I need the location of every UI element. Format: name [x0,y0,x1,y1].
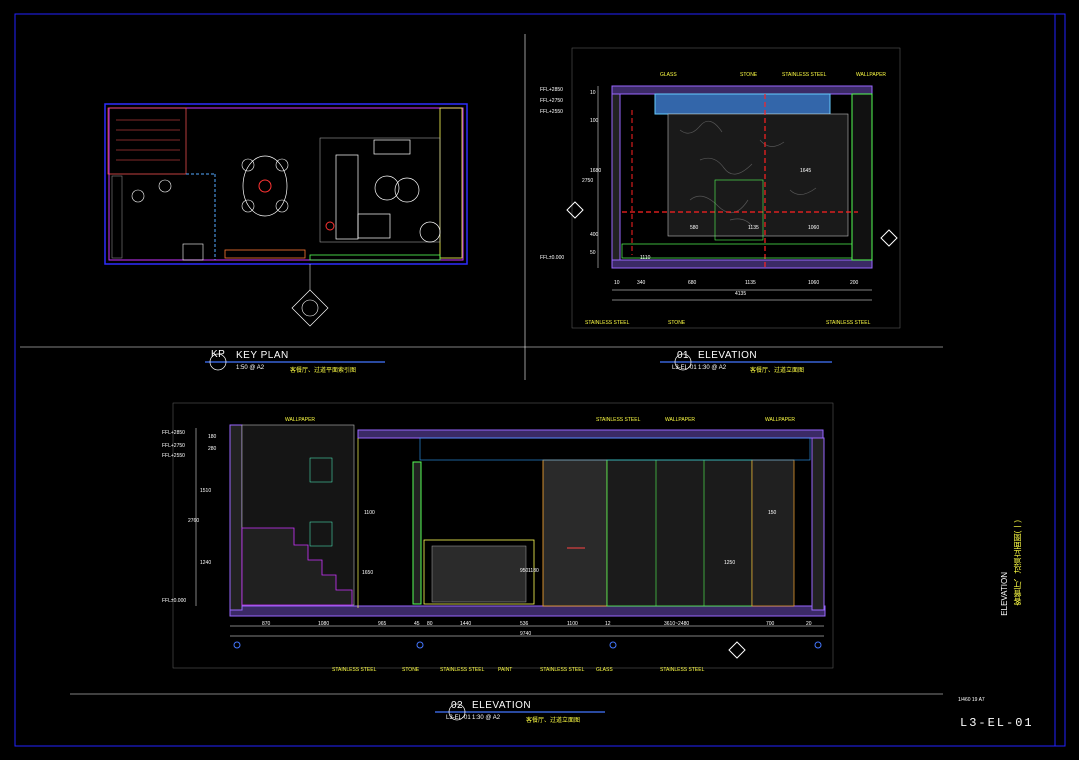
elev02-dim-v-1: 1510 [200,488,212,494]
elev02-bottom-tag-4: PAINT [498,667,513,673]
sheet-number: L3-EL-01 [960,716,1034,730]
elev01-level-4: FFL±0.000 [540,255,565,261]
elev02-bottom-tag-6: GLASS [596,667,613,673]
elev02-bottom-tag-5: STAINLESS STEEL [540,667,585,673]
elev01-top-tag-glass: GLASS [660,72,677,78]
elev01-dim-b-2: 340 [637,280,646,286]
elev01-dim-b-6: 200 [850,280,859,286]
sheet-side-title-cn: 客餐厅、过道立面图(一) [1013,520,1022,606]
elev01-top-tag-wallpaper: WALLPAPER [856,72,887,78]
elev02-bottom-tag-2: STONE [402,667,420,673]
elev02-bottom-tag-1: STAINLESS STEEL [332,667,377,673]
elev01-dim-i-3: 1645 [800,168,812,174]
elev02-desc: 客餐厅、过道立面图 [526,718,581,724]
elev02-dim-b-1: 870 [262,621,271,627]
elev01-dim-v-6: 50 [590,250,596,256]
elev01-dim-v-4: 2750 [582,178,594,184]
elev02-dim-i-4: 1180 [528,568,539,574]
elev01-dim-v-1: 10 [590,90,596,96]
keyplan-desc: 客餐厅、过道平面索引图 [290,368,357,374]
elev02-dim-v-4: 280 [208,446,217,452]
elev02-level-4: FFL±0.000 [162,598,187,604]
elev01-tag: 01 [677,350,690,361]
elev02-dim-b-7: 536 [520,621,529,627]
keyplan-scale: 1:50 @ A2 [236,365,265,371]
elev02-top-tag-wallpaper-3: WALLPAPER [765,417,796,423]
key-plan [104,103,468,327]
elev02-scale: 1:30 @ A2 [472,715,501,721]
elev02-dim-total: 9740 [520,631,532,637]
elev02-title: ELEVATION [472,700,532,711]
elev01-dim-b-5: 1060 [808,280,820,286]
elev02-top-tag-wallpaper-2: WALLPAPER [665,417,696,423]
elev02-bottom-tag-7: STAINLESS STEEL [660,667,705,673]
elev01-dim-total: 4135 [735,291,747,297]
elev02-top-tag-wallpaper-1: WALLPAPER [285,417,316,423]
elev02-dim-b-3: 965 [378,621,387,627]
elev01-dim-b-1: 10 [614,280,620,286]
elev01-bottom-tag-stone: STONE [668,320,686,326]
elev02-top-tag-steel: STAINLESS STEEL [596,417,641,423]
elev02-tag: 02 [451,700,464,711]
keyplan-title: KEY PLAN [236,350,289,361]
elev01-dim-b-3: 680 [688,280,697,286]
elev02-dim-b-2: 1080 [318,621,330,627]
elev02-dim-v-2: 2760 [188,518,200,524]
elevation-01 [566,47,901,329]
elev02-dim-b-4: 45 [414,621,420,627]
elev02-dim-i-3: 950 [520,568,529,574]
keyplan-tag: KP [211,349,226,360]
elev02-dim-b-5: 80 [427,621,433,627]
elev02-bottom-tag-3: STAINLESS STEEL [440,667,485,673]
elev02-level-2: FFL+2750 [162,443,185,449]
elev02-dim-b-9: 12 [605,621,611,627]
sheet-small-note: 1/460 19 A7 [958,697,985,703]
elev01-dim-i-4: 580 [690,225,699,231]
elev02-dim-i-5: 1250 [724,560,736,566]
elev01-dim-b-4: 1135 [745,280,756,286]
elev02-dim-b-6: 1440 [460,621,472,627]
elev01-top-tag-stone: STONE [740,72,758,78]
elev02-dim-b-12: 20 [806,621,812,627]
elev01-level-1: FFL+2850 [540,87,563,93]
elev01-dim-v-5: 400 [590,232,599,238]
elev02-dim-i-6: 150 [768,510,777,516]
elev02-dim-i-1: 1100 [364,510,375,516]
elev02-dim-v-3: 1240 [200,560,212,566]
elev02-dim-i-2: 1650 [362,570,374,576]
elev01-level-2: FFL+2750 [540,98,563,104]
elev02-dim-b-11: 700 [766,621,775,627]
elev01-dim-i-2: 1060 [808,225,820,231]
elev01-dim-v-2: 100 [590,118,599,124]
elev01-scale: 1:30 @ A2 [698,365,727,371]
elev01-bottom-tag-steel-1: STAINLESS STEEL [585,320,630,326]
elev02-level-1: FFL+2850 [162,430,185,436]
elev01-top-tag-steel: STAINLESS STEEL [782,72,827,78]
sheet-side-title-en: ELEVATION [1000,572,1009,616]
elev01-dim-v-3: 1680 [590,168,602,174]
elev02-dim-b-10: 3610~2480 [664,621,690,627]
elev01-dim-i-1: 1135 [748,225,759,231]
elev01-title: ELEVATION [698,350,758,361]
elevation-02 [172,402,834,669]
elev01-dim-i-5: 1110 [640,255,651,261]
elev01-bottom-tag-steel-2: STAINLESS STEEL [826,320,871,326]
elev02-dim-v-5: 180 [208,434,217,440]
elev01-sub: L3-EL-01 [672,365,697,371]
elev02-sub: L3-EL-01 [446,715,471,721]
elev01-desc: 客餐厅、过道立面图 [750,368,805,374]
elev02-level-3: FFL+2550 [162,453,185,459]
elev01-level-3: FFL+2550 [540,109,563,115]
elev02-dim-b-8: 1100 [567,621,578,627]
